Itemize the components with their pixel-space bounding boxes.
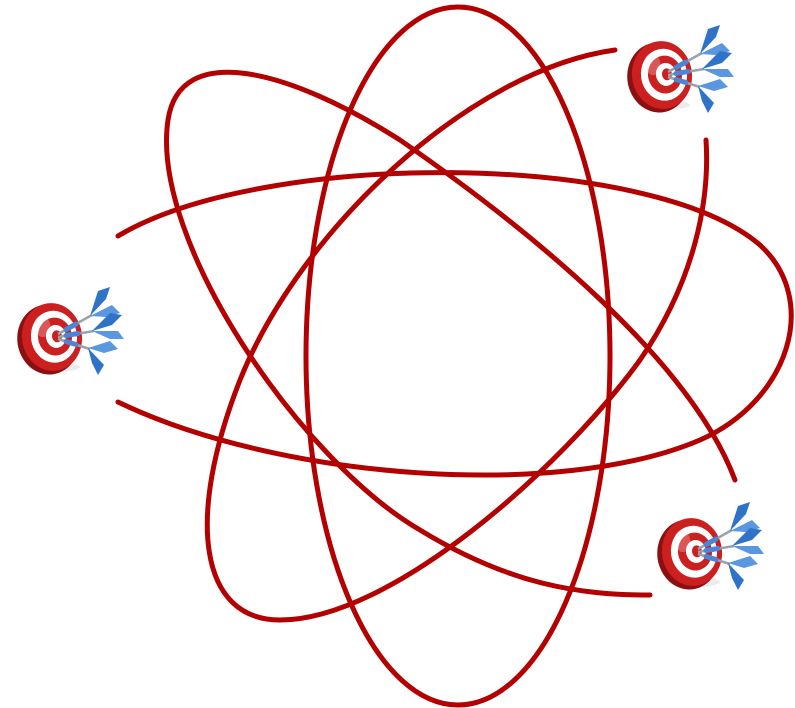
dart-icon [13, 287, 124, 379]
dartboard-target-icon [623, 25, 734, 117]
dartboard-target-icon [13, 287, 124, 379]
dartboard-target-icon [653, 502, 764, 594]
dart-icon [623, 25, 734, 117]
orbit-tilted-descending [167, 72, 735, 595]
dart-icon [653, 502, 764, 594]
orbit-tilted-ascending [207, 50, 706, 620]
orbit-horizontal [118, 173, 791, 475]
